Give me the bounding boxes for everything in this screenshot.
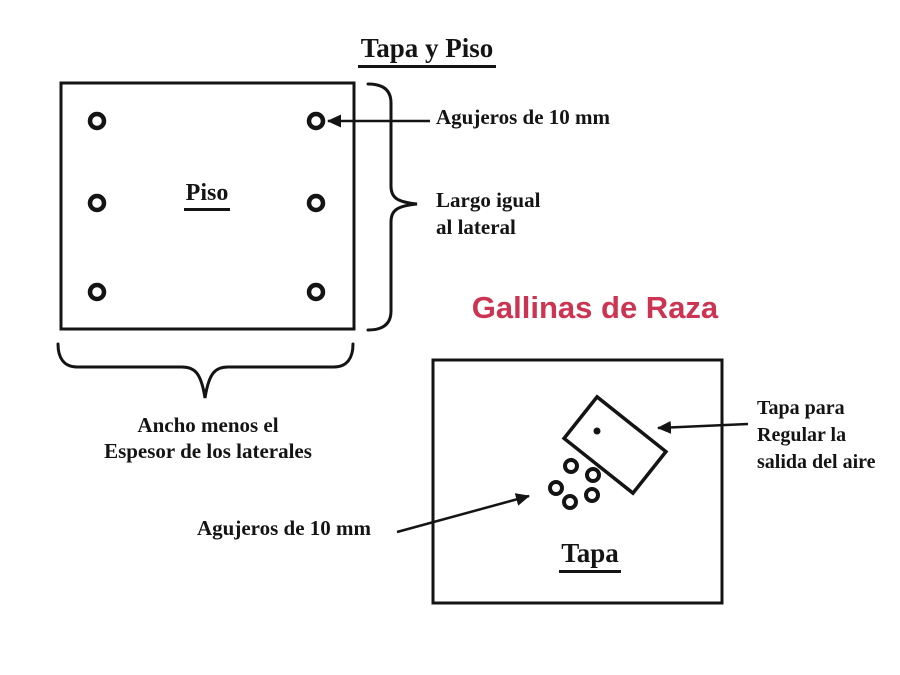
vent-note-line3: salida del aire (757, 451, 876, 473)
vent-note-line2: Regular la (757, 424, 847, 446)
tapa-holes-note: Agujeros de 10 mm (197, 516, 372, 540)
length-note-line1: Largo igual (436, 188, 541, 212)
vent-note: Tapa para Regular la salida del aire (757, 395, 876, 476)
vent-pivot-dot (593, 427, 601, 435)
width-note-line1: Ancho menos el (137, 413, 279, 437)
length-note-line2: al lateral (436, 215, 516, 239)
piso-panel-outline (59, 81, 356, 331)
piso-hole (306, 282, 326, 302)
arrow-to-tapa-holes (396, 493, 530, 534)
piso-holes-note: Agujeros de 10 mm (436, 105, 611, 129)
diagram-title: Tapa y Piso (277, 33, 577, 68)
piso-part-label: Piso (107, 180, 307, 211)
piso-hole (87, 282, 107, 302)
width-brace (56, 342, 355, 399)
tapa-hole (563, 458, 579, 474)
length-note: Largo igual al lateral (436, 187, 540, 241)
arrow-to-vent-cover (657, 420, 749, 434)
piso-hole (87, 193, 107, 213)
tapa-hole (585, 467, 601, 483)
tapa-hole (562, 494, 578, 510)
diagram-title-text: Tapa y Piso (357, 33, 497, 68)
width-note: Ancho menos el Espesor de los laterales (58, 412, 358, 464)
tapa-panel-outline (431, 358, 724, 605)
vent-cover-rect (561, 394, 669, 496)
piso-hole (306, 193, 326, 213)
piso-hole (87, 111, 107, 131)
tapa-part-label: Tapa (490, 538, 690, 573)
tapa-hole (584, 487, 600, 503)
tapa-hole (548, 480, 564, 496)
piso-hole (306, 111, 326, 131)
vent-note-line1: Tapa para (757, 397, 845, 419)
length-brace (366, 82, 418, 332)
tapa-part-label-text: Tapa (559, 538, 621, 573)
brand-heading: Gallinas de Raza (471, 290, 719, 325)
width-note-line2: Espesor de los laterales (104, 439, 312, 463)
piso-part-label-text: Piso (183, 180, 231, 211)
